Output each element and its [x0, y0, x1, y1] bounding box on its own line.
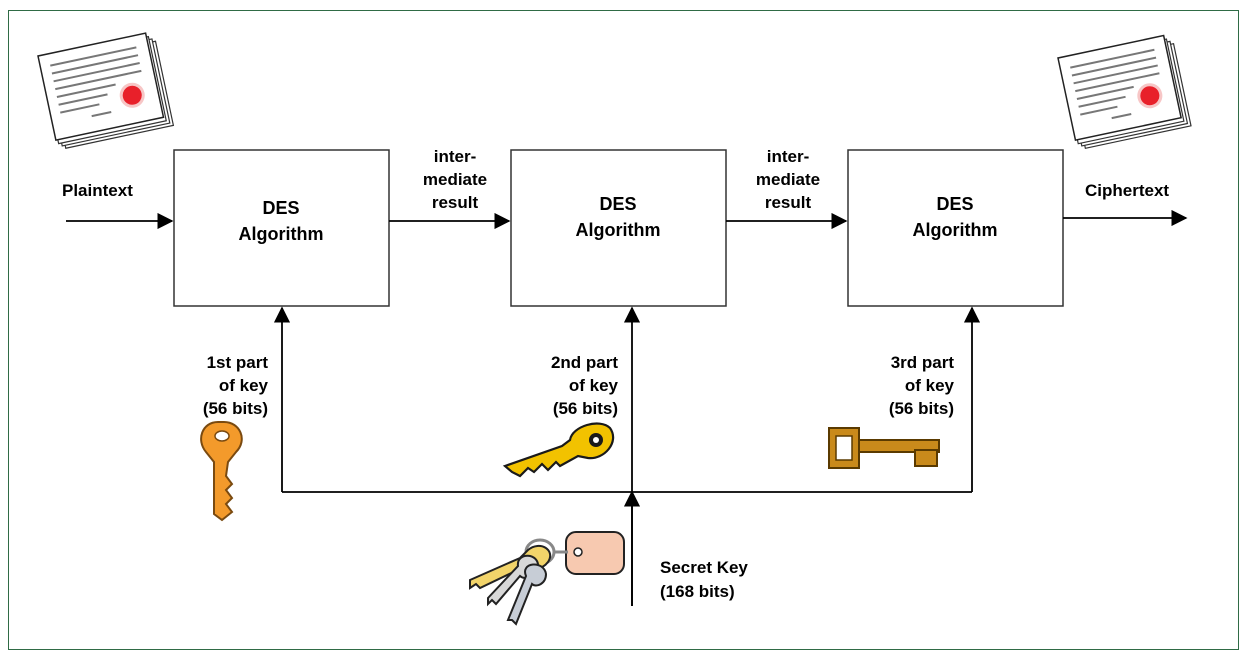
key-part-2-line1: 2nd part — [551, 353, 618, 372]
intermediate-1-line2: mediate — [423, 170, 487, 189]
des-box-1-line2: Algorithm — [239, 224, 324, 244]
key-part-1-line2: of key — [219, 376, 269, 395]
orange-key-icon — [200, 421, 243, 522]
ciphertext-document-icon — [1057, 34, 1192, 149]
key-part-label-3: 3rd part of key (56 bits) — [889, 353, 955, 418]
des-box-1-line1: DES — [262, 198, 299, 218]
key-part-2-line2: of key — [569, 376, 619, 395]
intermediate-2-line1: inter- — [767, 147, 810, 166]
plaintext-label: Plaintext — [62, 181, 133, 200]
skeleton-key-icon — [828, 427, 940, 469]
des-box-3-line2: Algorithm — [913, 220, 998, 240]
intermediate-2-line2: mediate — [756, 170, 820, 189]
intermediate-2-line3: result — [765, 193, 812, 212]
intermediate-1-line3: result — [432, 193, 479, 212]
key-part-3-line3: (56 bits) — [889, 399, 954, 418]
intermediate-1-line1: inter- — [434, 147, 477, 166]
intermediate-label-2: inter- mediate result — [756, 147, 820, 212]
plaintext-document-icon — [37, 32, 175, 149]
secret-key-line1: Secret Key — [660, 558, 748, 577]
secret-key-line2: (168 bits) — [660, 582, 735, 601]
des-box-2-line1: DES — [599, 194, 636, 214]
key-part-1-line1: 1st part — [207, 353, 269, 372]
des-box-2: DES Algorithm — [510, 149, 727, 307]
gold-key-icon — [502, 422, 615, 478]
keyring-icon — [469, 531, 625, 626]
des-box-3: DES Algorithm — [847, 149, 1064, 307]
ciphertext-label: Ciphertext — [1085, 181, 1169, 200]
key-part-3-line1: 3rd part — [891, 353, 955, 372]
des-box-3-line1: DES — [936, 194, 973, 214]
key-part-2-line3: (56 bits) — [553, 399, 618, 418]
key-part-label-2: 2nd part of key (56 bits) — [551, 353, 619, 418]
des-box-2-line2: Algorithm — [576, 220, 661, 240]
key-part-1-line3: (56 bits) — [203, 399, 268, 418]
key-part-label-1: 1st part of key (56 bits) — [203, 353, 269, 418]
des-box-1: DES Algorithm — [173, 149, 390, 307]
key-part-3-line2: of key — [905, 376, 955, 395]
intermediate-label-1: inter- mediate result — [423, 147, 487, 212]
secret-key-label: Secret Key (168 bits) — [660, 558, 748, 601]
